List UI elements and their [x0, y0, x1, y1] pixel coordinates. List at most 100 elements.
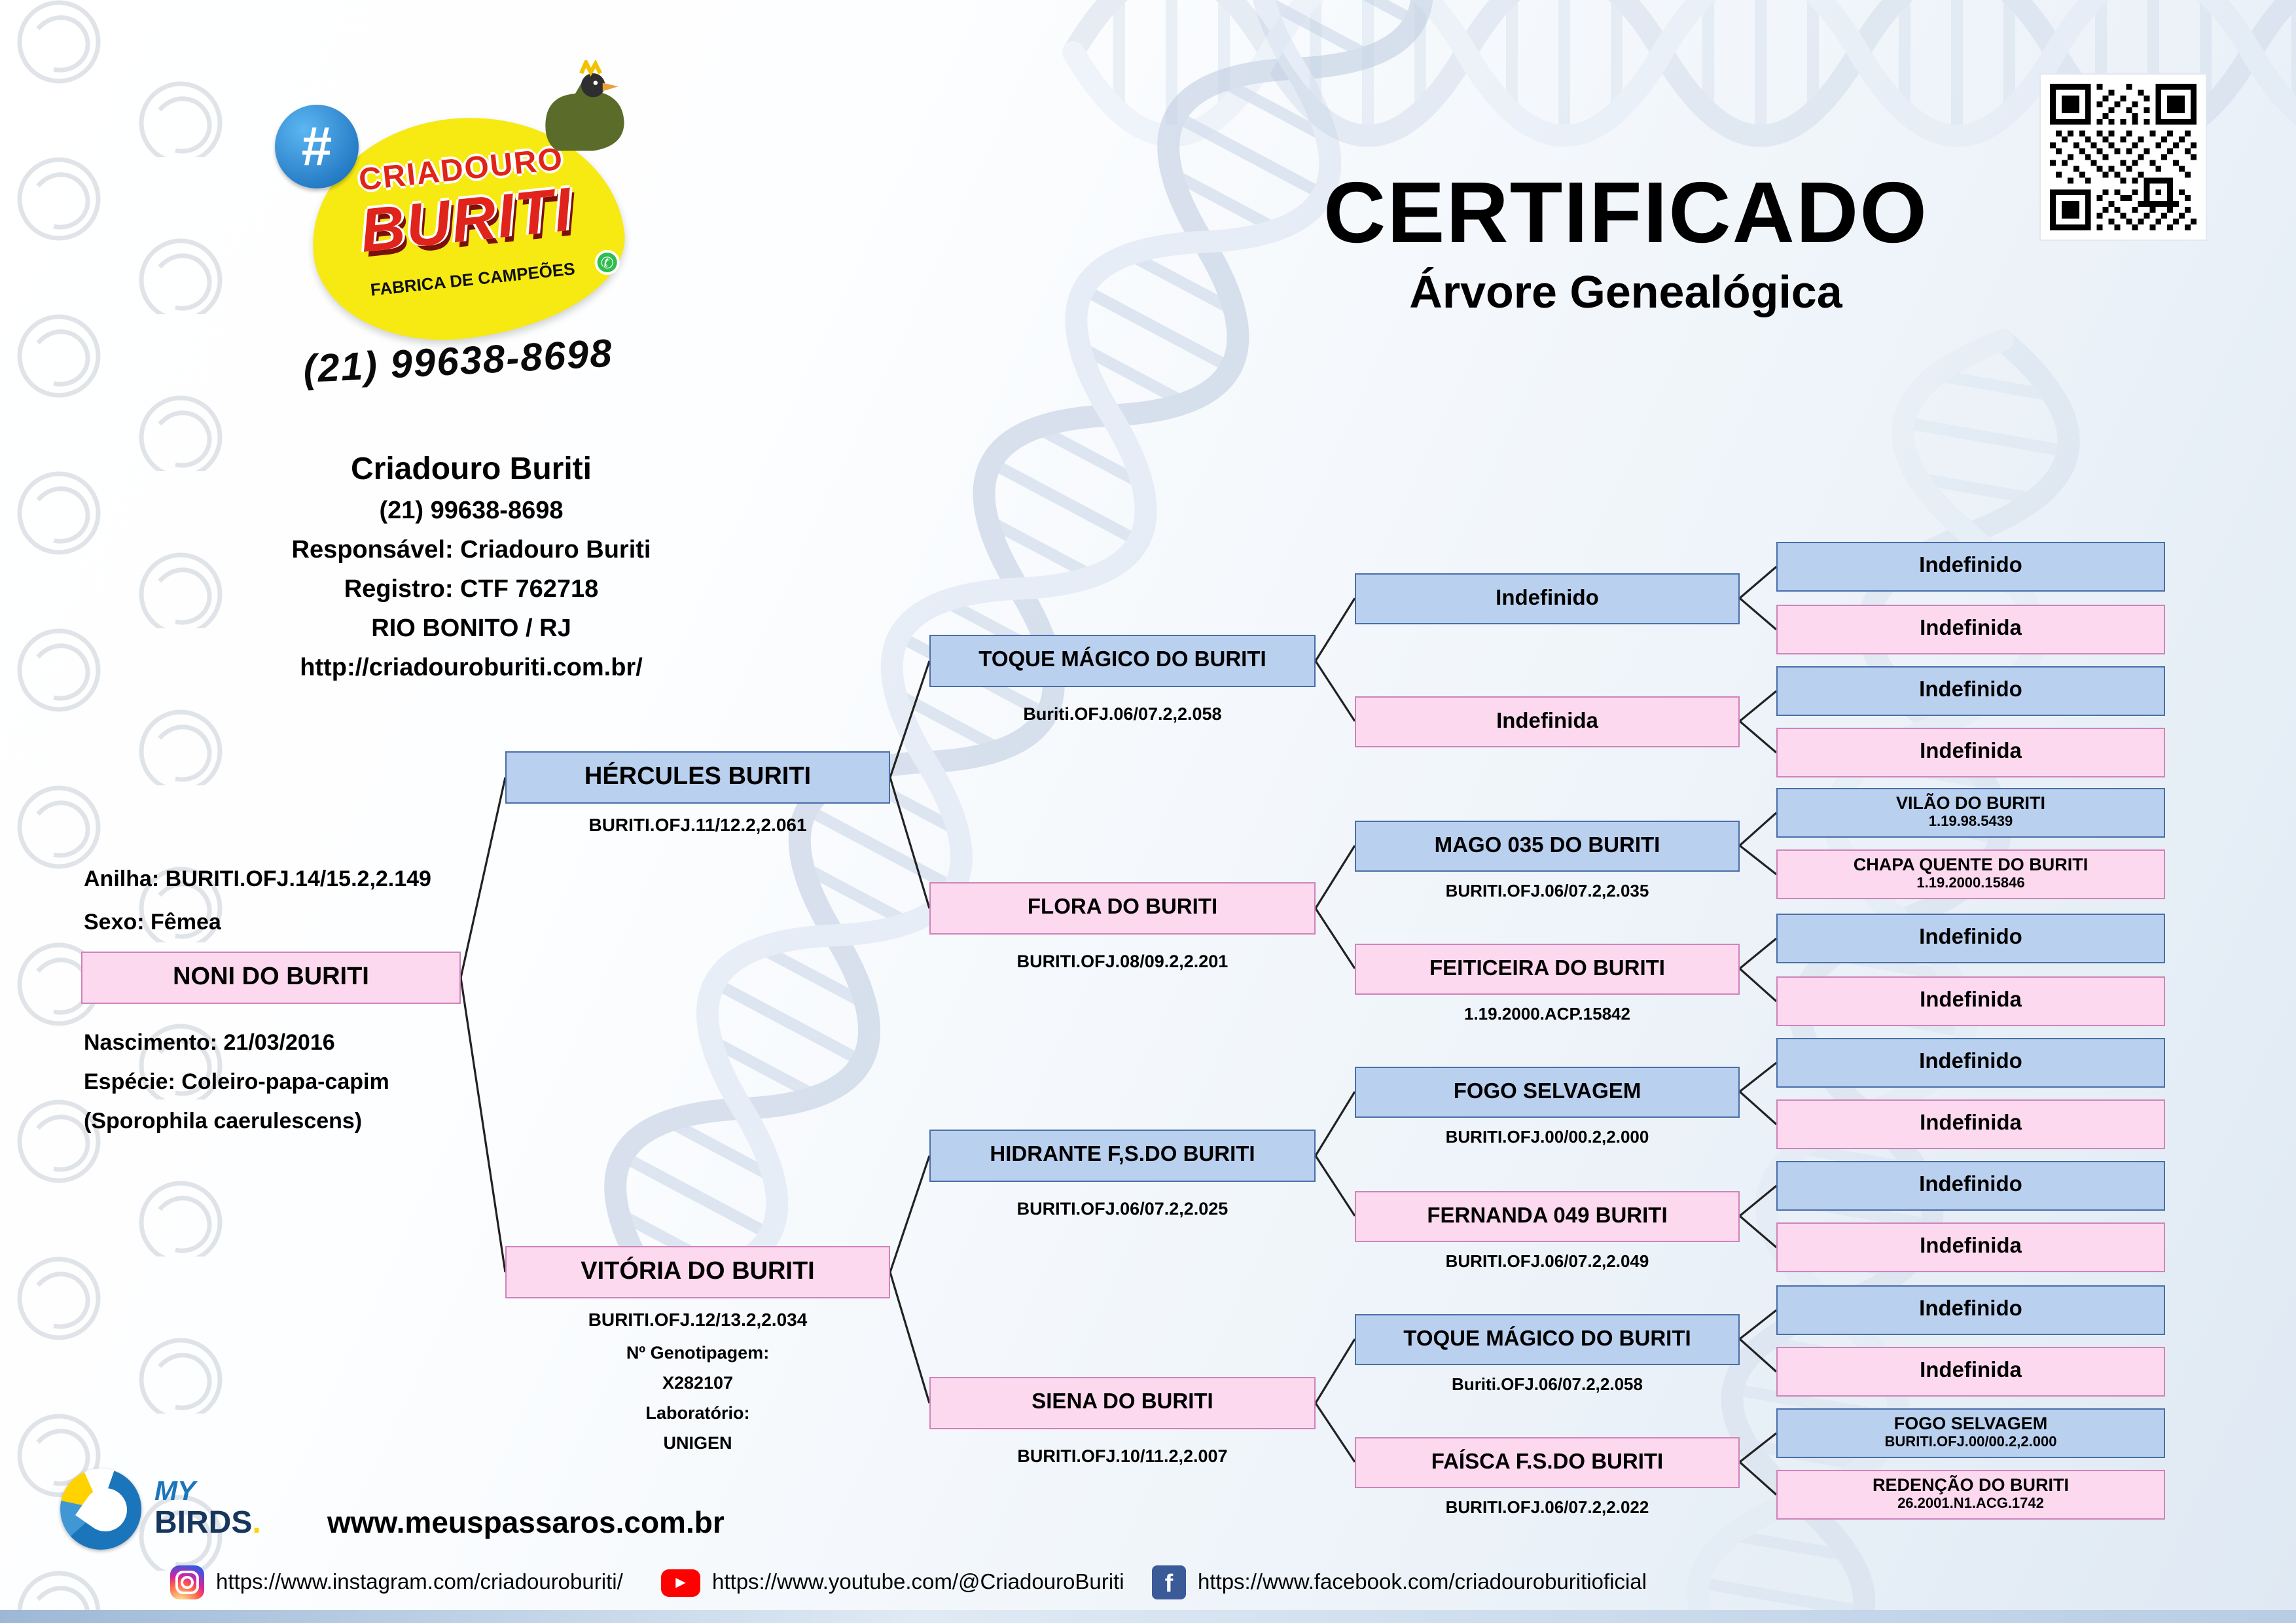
certificate-title: CERTIFICADO	[1323, 164, 1928, 260]
bird-name: Indefinida	[1920, 1359, 2022, 1383]
ring-number: BURITI.OFJ.10/11.2,2.007	[1017, 1446, 1228, 1466]
pedigree-box-g5-3: Indefinido	[1776, 666, 2165, 716]
breeder-website-link[interactable]: http://criadouroburiti.com.br/	[300, 654, 643, 682]
bird-name: FAÍSCA F.S.DO BURITI	[1431, 1450, 1664, 1474]
pedigree-box-g5-14: Indefinida	[1776, 1347, 2165, 1397]
ring-number: BURITI.OFJ.08/09.2,2.201	[1016, 952, 1229, 971]
pedigree-box-g5-8: Indefinida	[1776, 976, 2165, 1026]
footer-website-link[interactable]: www.meuspassaros.com.br	[327, 1505, 725, 1539]
ring-number: BURITI.OFJ.06/07.2,2.035	[1445, 881, 1649, 901]
pedigree-box-g5-2: Indefinida	[1776, 605, 2165, 654]
pedigree-box-g5-10: Indefinida	[1776, 1099, 2165, 1149]
hashtag-bubble-icon: #	[275, 105, 359, 188]
youtube-url: https://www.youtube.com/@CriadouroBuriti	[712, 1570, 1124, 1594]
pedigree-box-g5-12: Indefinida	[1776, 1222, 2165, 1272]
bird-name: VITÓRIA DO BURITI	[581, 1258, 815, 1286]
watermark-strip	[0, 0, 249, 1623]
bird-name: Indefinido	[1919, 678, 2022, 702]
pedigree-box-g4-6: FERNANDA 049 BURITI	[1355, 1191, 1740, 1242]
lab-value: UNIGEN	[663, 1433, 732, 1453]
ring-number: 1.19.98.5439	[1928, 814, 2013, 830]
ring-number: BURITI.OFJ.06/07.2,2.022	[1445, 1497, 1649, 1517]
bird-name: Indefinido	[1919, 554, 2022, 578]
breeder-city: RIO BONITO / RJ	[371, 615, 571, 643]
facebook-link[interactable]: f https://www.facebook.com/criadouroburi…	[1152, 1563, 1647, 1602]
youtube-link[interactable]: ▶ https://www.youtube.com/@CriadouroBuri…	[661, 1563, 1124, 1602]
pedigree-box-dam: VITÓRIA DO BURITI	[505, 1246, 890, 1298]
bird-name: FOGO SELVAGEM	[1893, 1414, 2048, 1434]
pedigree-box-g4-7: TOQUE MÁGICO DO BURITI	[1355, 1314, 1740, 1365]
bird-name: Indefinida	[1920, 740, 2022, 764]
phone-glyph: ✆	[600, 252, 615, 272]
pedigree-box-g5-4: Indefinida	[1776, 728, 2165, 777]
logo-phone-number: (21) 99638-8698	[302, 332, 615, 392]
breeder-name: Criadouro Buriti	[351, 452, 592, 487]
bird-name: HIDRANTE F,S.DO BURITI	[990, 1143, 1255, 1167]
ring-number: Buriti.OFJ.06/07.2,2.058	[1023, 704, 1222, 724]
pedigree-box-sire: HÉRCULES BURITI	[505, 751, 890, 804]
ring-number: BURITI.OFJ.11/12.2,2.061	[588, 814, 807, 835]
ring-number: 1.19.2000.ACP.15842	[1464, 1004, 1630, 1024]
ring-number: BURITI.OFJ.00/00.2,2.000	[1445, 1127, 1649, 1147]
bird-name: FLORA DO BURITI	[1027, 895, 1218, 919]
pedigree-box-g5-16: REDENÇÃO DO BURITI 26.2001.N1.ACG.1742	[1776, 1470, 2165, 1520]
pedigree-box-g5-5: VILÃO DO BURITI 1.19.98.5439	[1776, 788, 2165, 838]
instagram-url: https://www.instagram.com/criadouroburit…	[216, 1570, 623, 1594]
ring-number: BURITI.OFJ.12/13.2,2.034	[588, 1309, 808, 1330]
pedigree-box-g4-8: FAÍSCA F.S.DO BURITI	[1355, 1437, 1740, 1488]
bird-name: FOGO SELVAGEM	[1453, 1079, 1641, 1103]
subject-sex: Sexo: Fêmea	[84, 910, 221, 935]
bird-name: Indefinido	[1919, 925, 2022, 950]
pedigree-box-g5-9: Indefinido	[1776, 1038, 2165, 1088]
bird-name: VILÃO DO BURITI	[1896, 793, 2045, 813]
instagram-icon	[170, 1565, 204, 1599]
subject-scientific-name: (Sporophila caerulescens)	[84, 1109, 363, 1133]
pedigree-box-g3-1: TOQUE MÁGICO DO BURITI	[929, 635, 1316, 687]
breeder-phone: (21) 99638-8698	[379, 497, 564, 525]
bird-name: FERNANDA 049 BURITI	[1427, 1204, 1668, 1228]
bird-name: Indefinida	[1920, 616, 2022, 641]
ring-number: BURITI.OFJ.00/00.2,2.000	[1884, 1435, 2057, 1451]
bird-name: Indefinida	[1920, 1111, 2022, 1135]
ring-number: BURITI.OFJ.06/07.2,2.049	[1445, 1251, 1649, 1271]
pedigree-box-g5-1: Indefinido	[1776, 542, 2165, 592]
ring-number: BURITI.OFJ.06/07.2,2.025	[1016, 1199, 1229, 1219]
qr-code	[2039, 73, 2207, 241]
ring-number: 1.19.2000.15846	[1916, 876, 2025, 892]
bird-name: Indefinido	[1919, 1173, 2022, 1197]
facebook-icon: f	[1152, 1565, 1186, 1599]
breeder-logo: # CRIADOURO BURITI FABRICA DE CAMPEÕES ✆…	[275, 60, 668, 402]
play-glyph: ▶	[675, 1575, 686, 1590]
bird-name: TOQUE MÁGICO DO BURITI	[1403, 1327, 1691, 1351]
pedigree-box-g5-6: CHAPA QUENTE DO BURITI 1.19.2000.15846	[1776, 849, 2165, 899]
bird-name: Indefinida	[1496, 709, 1598, 733]
bird-name: CHAPA QUENTE DO BURITI	[1853, 855, 2089, 875]
breeder-responsible: Responsável: Criadouro Buriti	[291, 537, 651, 564]
pedigree-box-g5-7: Indefinido	[1776, 914, 2165, 963]
bird-name: TOQUE MÁGICO DO BURITI	[978, 648, 1266, 672]
mybirds-swirl-icon	[60, 1469, 141, 1550]
mybirds-word-my: MY	[154, 1476, 196, 1507]
pedigree-box-g4-5: FOGO SELVAGEM	[1355, 1067, 1740, 1118]
qr-code-pattern	[2050, 84, 2197, 230]
instagram-link[interactable]: https://www.instagram.com/criadouroburit…	[170, 1563, 623, 1602]
lab-label: Laboratório:	[645, 1403, 750, 1423]
bottom-decorative-band	[0, 1610, 2296, 1623]
facebook-url: https://www.facebook.com/criadouroburiti…	[1198, 1570, 1647, 1594]
subject-ring: Anilha: BURITI.OFJ.14/15.2,2.149	[84, 866, 431, 891]
pedigree-box-g3-4: SIENA DO BURITI	[929, 1377, 1316, 1429]
genotype-value: X282107	[662, 1373, 734, 1393]
facebook-f-glyph: f	[1164, 1571, 1174, 1599]
bird-name: Indefinido	[1919, 1050, 2022, 1074]
pedigree-box-subject: NONI DO BURITI	[81, 952, 461, 1004]
subject-birth: Nascimento: 21/03/2016	[84, 1030, 335, 1055]
bird-name: SIENA DO BURITI	[1031, 1390, 1213, 1414]
bird-name: REDENÇÃO DO BURITI	[1872, 1475, 2069, 1495]
bird-name: Indefinido	[1496, 586, 1599, 610]
pedigree-box-g4-1: Indefinido	[1355, 573, 1740, 624]
subject-name: NONI DO BURITI	[173, 963, 369, 991]
bird-name: MAGO 035 DO BURITI	[1434, 833, 1660, 857]
bird-name: HÉRCULES BURITI	[584, 763, 812, 791]
